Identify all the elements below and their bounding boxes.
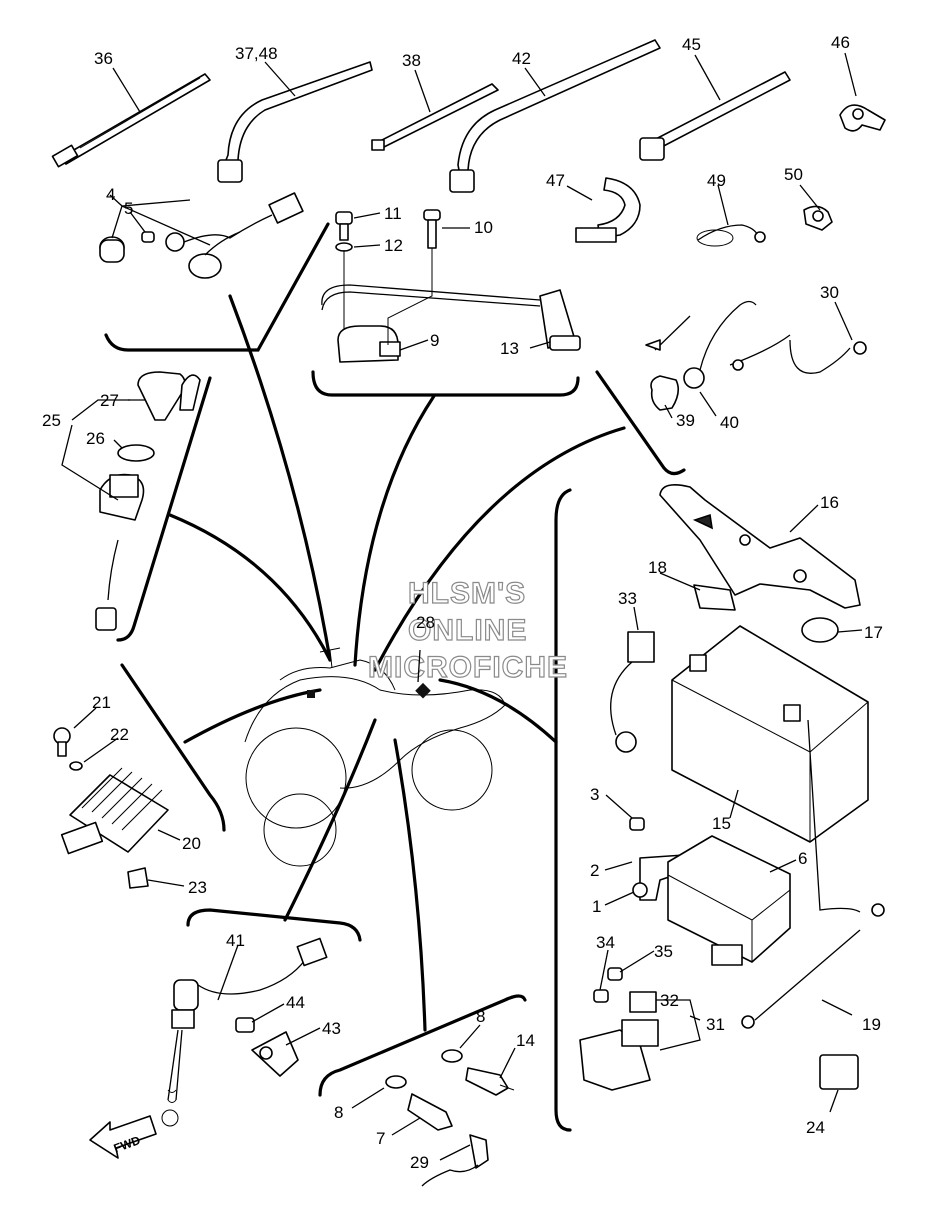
callout-32: 32 <box>660 991 679 1010</box>
ignition-coil <box>321 209 581 363</box>
callout-36: 36 <box>94 49 113 68</box>
callout-28: 28 <box>416 613 435 632</box>
speed-sensor-group <box>385 1049 515 1187</box>
group-brackets <box>104 222 686 1132</box>
callout-labels: 36 37,48 38 42 45 46 4 5 11 10 12 9 13 4… <box>42 33 883 1172</box>
callout-12: 12 <box>384 236 403 255</box>
callout-44: 44 <box>286 993 305 1012</box>
callout-18: 18 <box>648 558 667 577</box>
callout-39: 39 <box>676 411 695 430</box>
callout-2: 2 <box>590 861 599 880</box>
clip-46 <box>839 104 886 132</box>
cable-tie-45 <box>639 71 791 161</box>
callout-19: 19 <box>862 1015 881 1034</box>
clamp-47 <box>575 177 641 243</box>
callout-3: 3 <box>590 785 599 804</box>
callout-45: 45 <box>682 35 701 54</box>
callout-10: 10 <box>474 218 493 237</box>
callout-46: 46 <box>831 33 850 52</box>
callout-8b: 8 <box>334 1103 343 1122</box>
callout-33: 33 <box>618 589 637 608</box>
callout-6: 6 <box>798 849 807 868</box>
rectifier-regulator <box>53 727 169 889</box>
callout-23: 23 <box>188 878 207 897</box>
callout-14: 14 <box>516 1031 535 1050</box>
cable-tie-42 <box>449 39 661 193</box>
cable-tie-38 <box>371 83 499 151</box>
callout-4: 4 <box>106 185 115 204</box>
callout-42: 42 <box>512 49 531 68</box>
band-49 <box>696 224 766 247</box>
callout-15: 15 <box>712 814 731 833</box>
callout-22: 22 <box>110 725 129 744</box>
callout-21: 21 <box>92 693 111 712</box>
marker-battery <box>415 682 431 699</box>
callout-49: 49 <box>707 171 726 190</box>
main-switch <box>95 371 201 631</box>
leader-curves <box>168 294 626 1032</box>
callout-50: 50 <box>784 165 803 184</box>
callout-38: 38 <box>402 51 421 70</box>
battery-section <box>579 484 885 1091</box>
callout-24: 24 <box>806 1118 825 1137</box>
callout-11: 11 <box>384 204 402 223</box>
callout-27: 27 <box>100 391 119 410</box>
marker-ignition <box>307 690 315 698</box>
callout-25: 25 <box>42 411 61 430</box>
neutral-switch <box>161 937 328 1127</box>
fwd-arrow: FWD <box>89 1115 157 1159</box>
callout-41: 41 <box>226 931 245 950</box>
cable-tie-36 <box>51 73 211 168</box>
watermark-line-2: ONLINE <box>408 614 527 647</box>
sub-harness-4 <box>99 192 304 279</box>
callout-13: 13 <box>500 339 519 358</box>
callout-16: 16 <box>820 493 839 512</box>
callout-35: 35 <box>654 942 673 961</box>
callout-34: 34 <box>596 933 615 952</box>
callout-30: 30 <box>820 283 839 302</box>
cable-tie-37-48 <box>217 61 373 183</box>
callout-26: 26 <box>86 429 105 448</box>
callout-40: 40 <box>720 413 739 432</box>
callout-1: 1 <box>592 897 601 916</box>
callout-leaders <box>61 52 863 1161</box>
callout-20: 20 <box>182 834 201 853</box>
watermark-line-1: HLSM'S <box>408 577 526 610</box>
callout-29: 29 <box>410 1153 429 1172</box>
callout-9: 9 <box>430 331 439 350</box>
callout-5: 5 <box>124 199 133 218</box>
callout-37-48: 37,48 <box>235 44 278 63</box>
thermo-sensor <box>645 300 867 411</box>
callout-43: 43 <box>322 1019 341 1038</box>
callout-8a: 8 <box>476 1007 485 1026</box>
callout-31: 31 <box>706 1015 725 1034</box>
callout-7: 7 <box>376 1129 385 1148</box>
atv-silhouette <box>244 647 506 867</box>
callout-47: 47 <box>546 171 565 190</box>
watermark-line-3: MICROFICHE <box>368 651 568 684</box>
watermark: HLSM'S ONLINE MICROFICHE <box>367 576 568 684</box>
callout-17: 17 <box>864 623 883 642</box>
clip-50 <box>803 205 833 231</box>
